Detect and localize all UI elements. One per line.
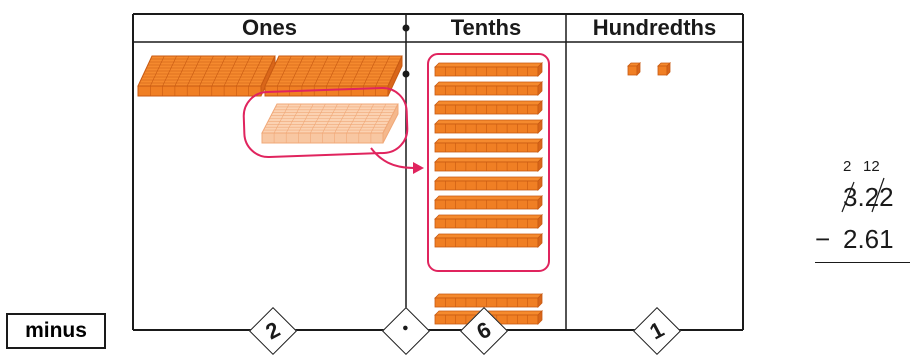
tenths-rod [434,100,543,115]
strike-ones [841,181,855,213]
subtrahend: 2.61 [843,224,894,254]
operation-label: minus [25,319,87,342]
tenths-rod [434,214,543,229]
strike-marks [841,177,885,213]
operation-label-box: minus [6,313,106,349]
regroup-ones-digit: 2 [843,158,852,175]
hundredths-cube-1 [627,62,641,76]
header-tenths: Tenths [450,15,522,40]
tenths-group-highlight [427,53,550,272]
ones-flat-block-1 [137,55,276,97]
tenths-rod [434,195,543,210]
tenths-rod [434,233,543,248]
tenths-rods-group [434,62,543,248]
decimal-point-dot-header [402,24,410,32]
regroup-tenths-digit: 12 [863,158,880,175]
tenths-rod [434,81,543,96]
decimal-point-dot-blocks [402,70,410,78]
hundredths-cube-2 [657,62,671,76]
tenths-rod [434,157,543,172]
trade-arrow [370,147,415,169]
tenths-rod [434,119,543,134]
header-ones: Ones [241,15,298,40]
sum-line [815,262,910,263]
tenths-rod [434,138,543,153]
header-hundredths: Hundredths [592,15,717,40]
tenths-rod [434,176,543,191]
strike-tenths [871,177,885,213]
trade-arrow-head [413,162,424,174]
ones-flat-block-traded [261,103,399,144]
traded-flat-highlight [242,86,409,158]
minus-sign: − [815,224,831,254]
tenths-rod [434,62,543,77]
tenths-rod [434,293,543,308]
